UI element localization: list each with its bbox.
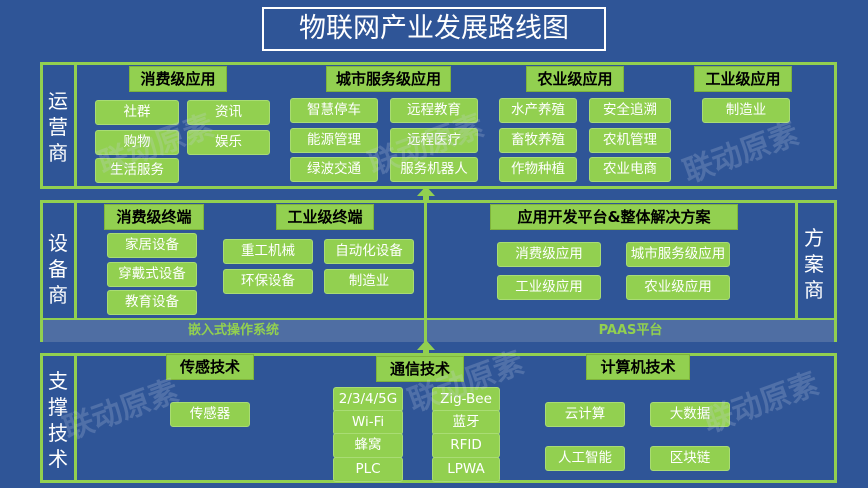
chip-aquaculture: 水产养殖 <box>499 98 577 123</box>
embedded-os-band: 嵌入式操作系统 <box>43 318 424 342</box>
operators-side-label: 运营商 <box>48 89 68 165</box>
operators-divider <box>74 62 77 189</box>
chip-shopping: 购物 <box>95 130 179 155</box>
chip-hive: 蜂窝 <box>333 433 403 458</box>
chip-blockchain: 区块链 <box>650 446 730 471</box>
chip-life-service: 生活服务 <box>95 158 179 183</box>
chip-education-device: 教育设备 <box>107 290 197 315</box>
chip-heavy-machinery: 重工机械 <box>223 239 313 264</box>
city-app-heading: 城市服务级应用 <box>326 66 451 92</box>
arrow-up-1 <box>417 186 435 196</box>
chip-cloud: 云计算 <box>545 402 625 427</box>
chip-smart-parking: 智慧停车 <box>290 98 378 123</box>
chip-farm-machinery: 农机管理 <box>589 128 671 153</box>
consumer-terminal-heading: 消费级终端 <box>104 204 204 230</box>
chip-sol-consumer: 消费级应用 <box>497 242 601 267</box>
chip-energy-management: 能源管理 <box>290 128 378 153</box>
chip-sol-industry: 工业级应用 <box>497 275 601 300</box>
arrow-up-2 <box>417 340 435 350</box>
industry-app-heading: 工业级应用 <box>694 66 792 92</box>
paas-band: PAAS平台 <box>427 318 834 342</box>
consumer-app-heading: 消费级应用 <box>129 66 227 92</box>
chip-zigbee: Zig-Bee <box>432 387 500 412</box>
computing-tech-heading: 计算机技术 <box>586 354 690 380</box>
sensing-tech-heading: 传感技术 <box>166 354 254 380</box>
chip-automation-device: 自动化设备 <box>324 239 414 264</box>
solutions-heading: 应用开发平台&整体解决方案 <box>490 204 738 230</box>
chip-sol-city: 城市服务级应用 <box>626 242 730 267</box>
comm-tech-heading: 通信技术 <box>376 356 464 382</box>
arrow-stem-1 <box>423 195 429 203</box>
arrow-stem-2 <box>423 349 429 355</box>
chip-entertainment: 娱乐 <box>187 130 270 155</box>
chip-plc: PLC <box>333 457 403 482</box>
chip-manufacturing-device: 制造业 <box>324 269 414 294</box>
chip-service-robot: 服务机器人 <box>390 157 478 182</box>
chip-sensor: 传感器 <box>170 402 250 427</box>
agri-app-heading: 农业级应用 <box>526 66 624 92</box>
chip-livestock: 畜牧养殖 <box>499 128 577 153</box>
chip-bluetooth: 蓝牙 <box>432 410 500 435</box>
devices-side-label: 设备商 <box>48 231 68 307</box>
chip-ai: 人工智能 <box>545 446 625 471</box>
solutions-side-label: 方案商 <box>804 226 824 302</box>
chip-sol-agri: 农业级应用 <box>626 275 730 300</box>
chip-social: 社群 <box>95 100 179 125</box>
chip-wifi: Wi-Fi <box>333 410 403 435</box>
chip-wearable-device: 穿戴式设备 <box>107 262 197 287</box>
chip-remote-medical: 远程医疗 <box>390 128 478 153</box>
chip-traceability: 安全追溯 <box>589 98 671 123</box>
chip-bigdata: 大数据 <box>650 402 730 427</box>
operators-section <box>40 62 837 189</box>
chip-cellular-g: 2/3/4/5G <box>333 387 403 412</box>
solutions-divider-left <box>424 200 427 342</box>
support-divider <box>74 353 77 483</box>
chip-rfid: RFID <box>432 433 500 458</box>
chip-agri-ecommerce: 农业电商 <box>589 157 671 182</box>
chip-eco-device: 环保设备 <box>223 269 313 294</box>
chip-manufacturing-app: 制造业 <box>702 98 790 123</box>
devices-divider <box>74 200 77 318</box>
chip-green-traffic: 绿波交通 <box>290 157 378 182</box>
support-side-label: 支撑技术 <box>48 369 68 471</box>
industry-terminal-heading: 工业级终端 <box>276 204 374 230</box>
page-title: 物联网产业发展路线图 <box>262 7 606 51</box>
solutions-divider-right <box>795 200 798 318</box>
chip-crop-planting: 作物种植 <box>499 157 577 182</box>
chip-news: 资讯 <box>187 100 270 125</box>
chip-lpwa: LPWA <box>432 457 500 482</box>
chip-home-device: 家居设备 <box>107 233 197 258</box>
chip-remote-education: 远程教育 <box>390 98 478 123</box>
